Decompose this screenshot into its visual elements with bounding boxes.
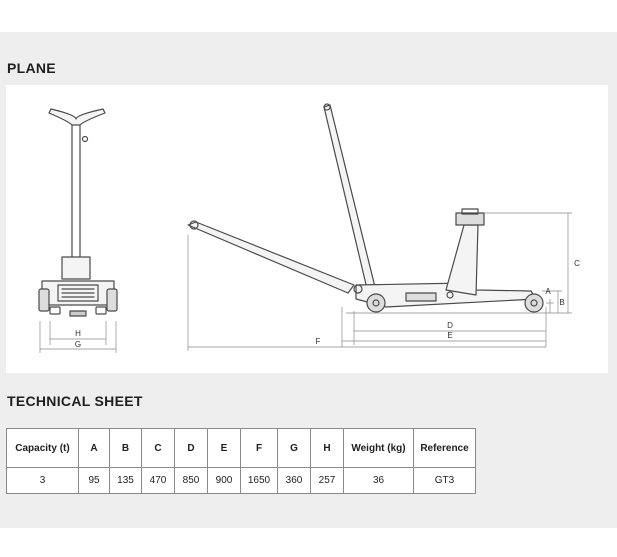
dim-label-g: G [75, 340, 81, 349]
col-header-c: C [141, 428, 175, 468]
col-header-h: H [310, 428, 344, 468]
col-header-e: E [207, 428, 241, 468]
front-view-jack [38, 108, 118, 317]
cell-capacity: 3 [6, 467, 79, 494]
col-header-weight: Weight (kg) [343, 428, 414, 468]
cell-weight: 36 [343, 467, 414, 494]
jack-technical-drawing: H G D E F C B A [38, 103, 580, 353]
table-row: 3 95 135 470 850 900 1650 360 257 36 GT3 [6, 467, 476, 494]
dim-label-e: E [447, 331, 452, 340]
col-header-b: B [109, 428, 142, 468]
jack-drawing-panel: H G D E F C B A [6, 85, 608, 373]
cell-f: 1650 [240, 467, 278, 494]
technical-spec-table: Capacity (t) A B C D E F G H Weight (kg)… [6, 428, 476, 494]
cell-a: 95 [78, 467, 110, 494]
dim-label-h: H [75, 329, 81, 338]
cell-reference: GT3 [413, 467, 476, 494]
col-header-g: G [277, 428, 311, 468]
cell-g: 360 [277, 467, 311, 494]
dim-label-f: F [316, 337, 321, 346]
technical-sheet-title: TECHNICAL SHEET [7, 393, 143, 409]
col-header-d: D [174, 428, 208, 468]
cell-d: 850 [174, 467, 208, 494]
dim-label-a: A [545, 287, 551, 296]
plane-section-title: PLANE [7, 60, 56, 76]
col-header-capacity: Capacity (t) [6, 428, 79, 468]
dim-label-b: B [559, 298, 564, 307]
col-header-f: F [240, 428, 278, 468]
table-header-row: Capacity (t) A B C D E F G H Weight (kg)… [6, 428, 476, 468]
dim-label-c: C [574, 259, 580, 268]
cell-c: 470 [141, 467, 175, 494]
col-header-reference: Reference [413, 428, 476, 468]
cell-b: 135 [109, 467, 142, 494]
cell-e: 900 [207, 467, 241, 494]
dim-label-d: D [447, 321, 453, 330]
cell-h: 257 [310, 467, 344, 494]
col-header-a: A [78, 428, 110, 468]
side-view-jack [187, 103, 544, 313]
